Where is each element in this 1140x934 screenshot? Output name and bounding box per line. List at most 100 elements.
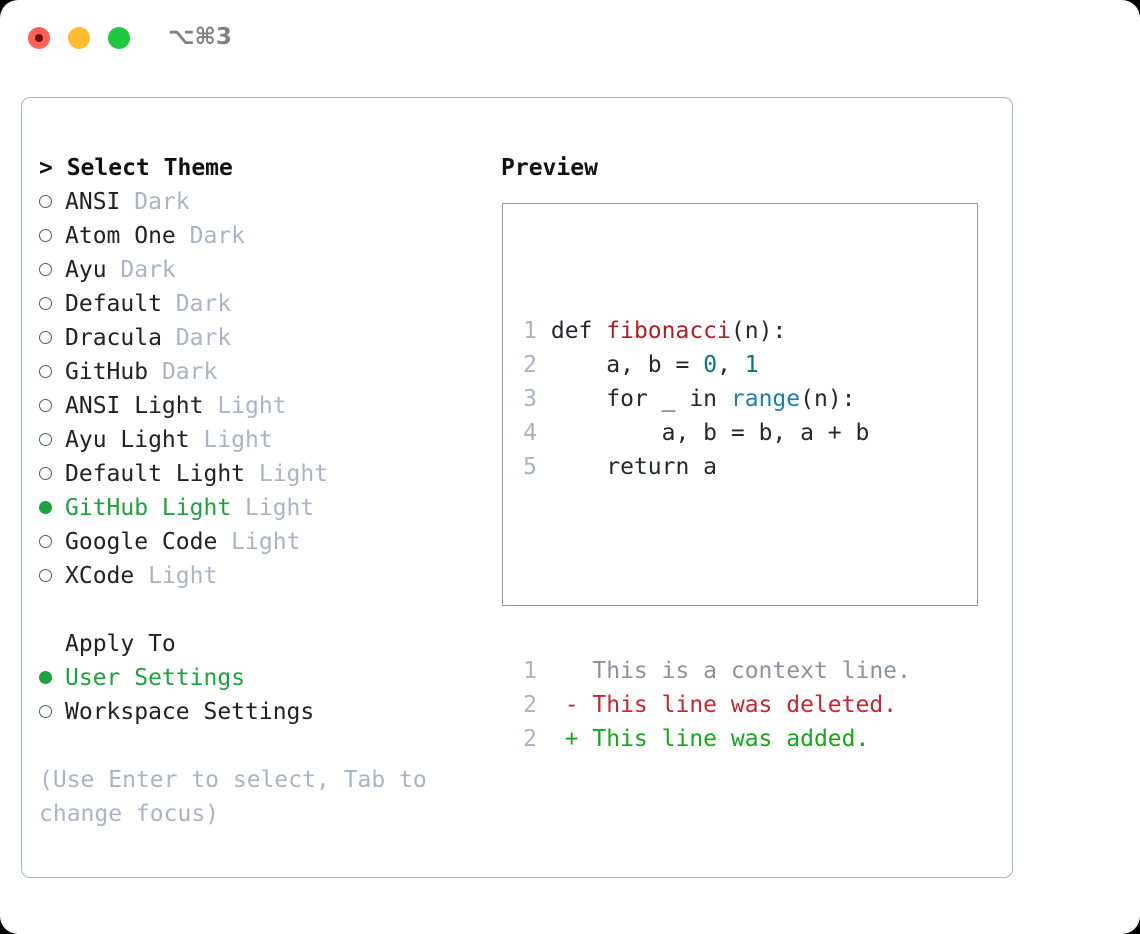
- theme-item-8[interactable]: Default Light Light: [39, 457, 489, 491]
- radio-dot: [39, 535, 52, 548]
- keyboard-shortcut-label: ⌥⌘3: [168, 24, 232, 50]
- diff-line-text: + This line was added.: [537, 726, 870, 752]
- code-line-number: 5: [523, 454, 537, 480]
- radio-unselected-icon[interactable]: [39, 423, 65, 457]
- theme-item-1[interactable]: Atom One Dark: [39, 219, 489, 253]
- radio-unselected-icon[interactable]: [39, 185, 65, 219]
- code-line: 1 def fibonacci(n):: [523, 314, 911, 348]
- radio-unselected-icon[interactable]: [39, 559, 65, 593]
- code-token-plain: return a: [550, 454, 718, 480]
- theme-item-2[interactable]: Ayu Dark: [39, 253, 489, 287]
- radio-dot: [39, 671, 52, 684]
- diff-line-number: 1: [523, 658, 537, 684]
- radio-dot: [39, 297, 52, 310]
- code-gutter-space: [537, 420, 551, 446]
- diff-line-number: 2: [523, 726, 537, 752]
- code-line: 2 a, b = 0, 1: [523, 348, 911, 382]
- radio-unselected-icon[interactable]: [39, 457, 65, 491]
- radio-dot: [39, 705, 52, 718]
- radio-dot: [39, 195, 52, 208]
- code-line: 4 a, b = b, a + b: [523, 416, 911, 450]
- code-token-plain: (n):: [800, 386, 856, 412]
- theme-item-tag: Light: [189, 427, 273, 453]
- radio-dot: [39, 365, 52, 378]
- theme-item-tag: Dark: [148, 359, 218, 385]
- radio-unselected-icon[interactable]: [39, 287, 65, 321]
- theme-item-9[interactable]: GitHub Light Light: [39, 491, 489, 525]
- select-theme-heading: > Select Theme: [39, 155, 233, 181]
- radio-unselected-icon[interactable]: [39, 219, 65, 253]
- apply-item-label: User Settings: [65, 665, 246, 691]
- theme-item-tag: Dark: [106, 257, 176, 283]
- code-gutter-space: [537, 352, 551, 378]
- theme-item-label: Atom One: [65, 223, 176, 249]
- theme-item-tag: Light: [134, 563, 218, 589]
- minimize-button-icon[interactable]: [68, 27, 90, 49]
- theme-item-6[interactable]: ANSI Light Light: [39, 389, 489, 423]
- code-gutter-space: [537, 318, 551, 344]
- close-button-icon[interactable]: [28, 27, 50, 49]
- theme-item-label: Google Code: [65, 529, 218, 555]
- code-token-builtin: range: [730, 386, 801, 412]
- theme-item-11[interactable]: XCode Light: [39, 559, 489, 593]
- theme-item-label: Dracula: [65, 325, 162, 351]
- preview-column: Preview: [501, 151, 991, 185]
- radio-dot: [39, 399, 52, 412]
- theme-item-label: Ayu: [65, 257, 107, 283]
- apply-item-0[interactable]: User Settings: [39, 661, 489, 695]
- theme-item-label: Default Light: [65, 461, 246, 487]
- spacer-2: [39, 729, 489, 763]
- code-token-plain: def: [550, 318, 607, 344]
- radio-unselected-icon[interactable]: [39, 355, 65, 389]
- radio-dot: [39, 433, 52, 446]
- radio-selected-icon[interactable]: [39, 491, 65, 525]
- theme-item-tag: Dark: [120, 189, 190, 215]
- theme-item-tag: Light: [231, 495, 315, 521]
- radio-unselected-icon[interactable]: [39, 695, 65, 729]
- diff-line-text: This is a context line.: [537, 658, 911, 684]
- theme-item-label: GitHub: [65, 359, 149, 385]
- radio-dot: [39, 331, 52, 344]
- radio-unselected-icon[interactable]: [39, 253, 65, 287]
- theme-item-4[interactable]: Dracula Dark: [39, 321, 489, 355]
- code-token-plain: for _ in: [550, 386, 731, 412]
- radio-selected-icon[interactable]: [39, 661, 65, 695]
- radio-unselected-icon[interactable]: [39, 389, 65, 423]
- code-gutter-space: [537, 386, 551, 412]
- code-token-plain: (n):: [730, 318, 787, 344]
- code-line-number: 4: [523, 420, 537, 446]
- diff-line-context: 1 This is a context line.: [523, 654, 911, 688]
- diff-line-number: 2: [523, 692, 537, 718]
- maximize-button-icon[interactable]: [108, 27, 130, 49]
- radio-unselected-icon[interactable]: [39, 525, 65, 559]
- radio-unselected-icon[interactable]: [39, 321, 65, 355]
- code-line: 3 for _ in range(n):: [523, 382, 911, 416]
- apply-to-heading-row: Apply To: [39, 627, 489, 661]
- code-blank-line: [523, 552, 911, 586]
- theme-item-tag: Dark: [161, 325, 232, 351]
- code-gutter-space: [537, 454, 551, 480]
- title-bar: ⌥⌘3: [0, 0, 1140, 76]
- keyboard-hint-text: (Use Enter to select, Tab to change focu…: [39, 767, 441, 827]
- theme-item-label: Ayu Light: [65, 427, 190, 453]
- theme-item-0[interactable]: ANSI Dark: [39, 185, 489, 219]
- code-token-num: 1: [744, 352, 759, 378]
- spacer: [39, 593, 489, 627]
- diff-line-add: 2 + This line was added.: [523, 722, 911, 756]
- theme-item-10[interactable]: Google Code Light: [39, 525, 489, 559]
- theme-item-3[interactable]: Default Dark: [39, 287, 489, 321]
- theme-item-5[interactable]: GitHub Dark: [39, 355, 489, 389]
- theme-item-tag: Light: [245, 461, 329, 487]
- apply-to-heading-label: Apply To: [65, 631, 176, 657]
- theme-item-tag: Light: [217, 529, 301, 555]
- apply-item-1[interactable]: Workspace Settings: [39, 695, 489, 729]
- radio-dot: [39, 467, 52, 480]
- theme-item-7[interactable]: Ayu Light Light: [39, 423, 489, 457]
